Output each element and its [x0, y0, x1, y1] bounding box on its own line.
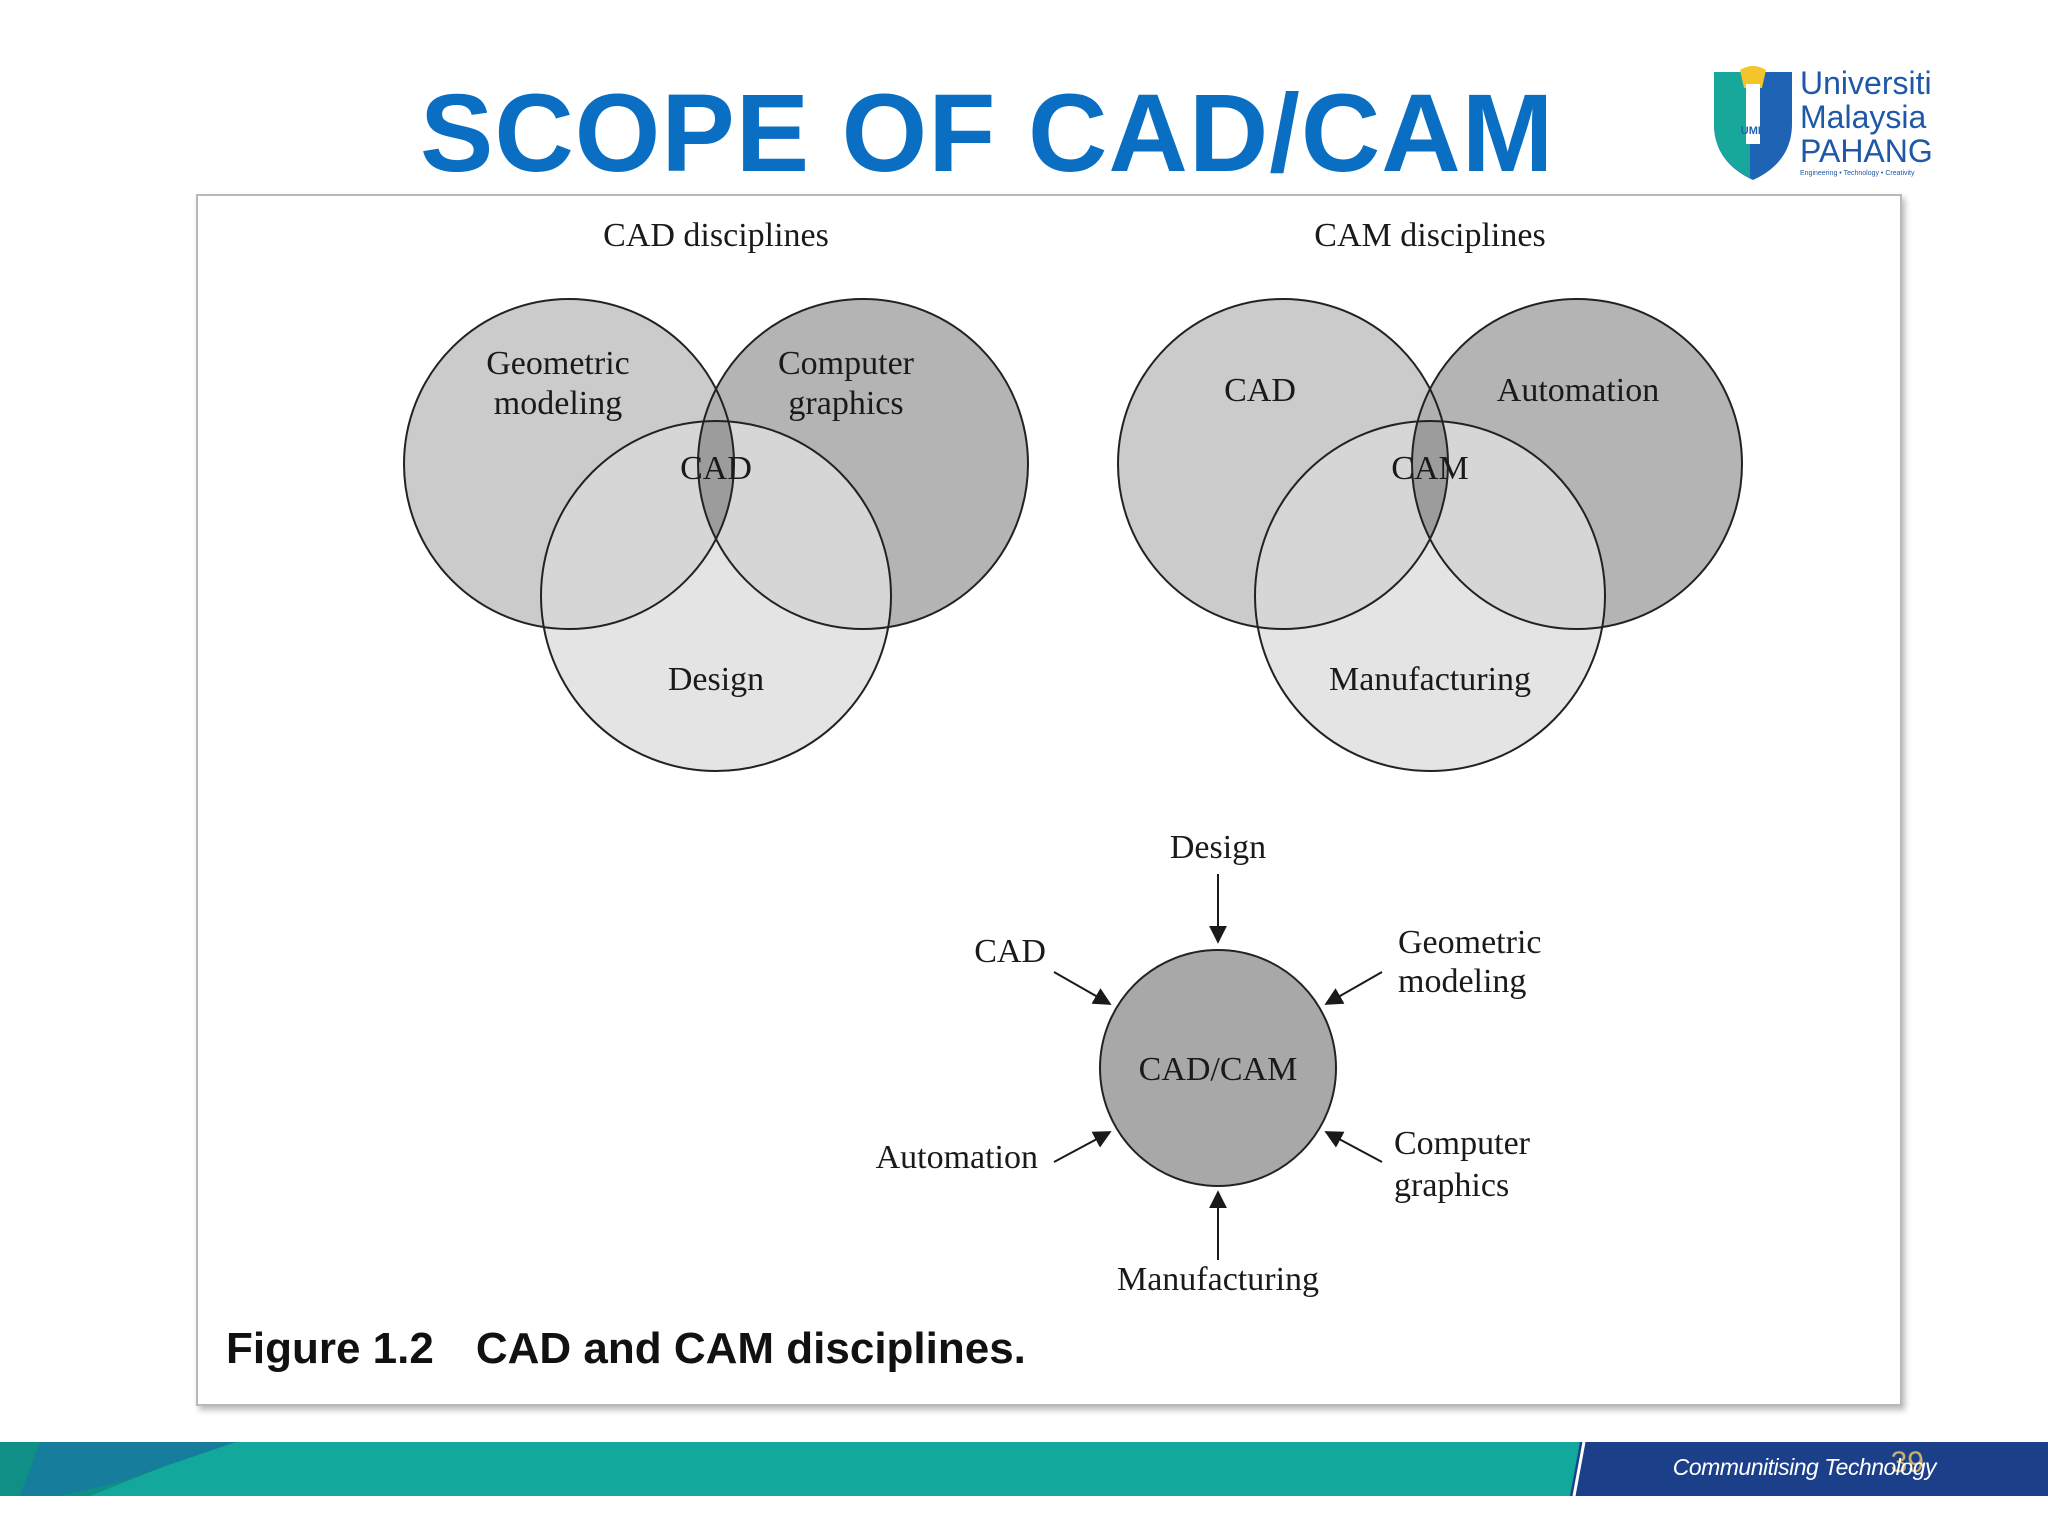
- slide-title: SCOPE OF CAD/CAM: [420, 72, 1555, 195]
- hub-label-graphics-1: Computer: [1394, 1125, 1531, 1162]
- page-number: 39: [1890, 1446, 1924, 1479]
- cad-venn-title: CAD disciplines: [603, 217, 829, 254]
- cad-venn-diagram: CAD disciplines Geometric modeling Compu…: [403, 217, 1029, 772]
- hub-circle: [1099, 949, 1337, 1187]
- figure-caption: Figure 1.2 CAD and CAM disciplines.: [226, 1324, 1026, 1374]
- hub-center-label: CAD/CAM: [1139, 1051, 1298, 1088]
- logo-tagline: Engineering • Technology • Creativity: [1800, 170, 1915, 177]
- hub-label-cad: CAD: [974, 933, 1046, 970]
- university-logo: UMP Universiti Malaysia PAHANG Engineeri…: [1710, 66, 1970, 186]
- hub-label-design: Design: [1170, 829, 1266, 866]
- logo-line-2: Malaysia: [1800, 99, 1927, 135]
- footer-band: [0, 1442, 2048, 1496]
- cad-venn-center-label: CAD: [680, 450, 752, 487]
- cad-venn-label-c: Design: [668, 661, 764, 698]
- figure-frame: CAD disciplines Geometric modeling Compu…: [196, 194, 1902, 1406]
- figure-caption-number: Figure 1.2: [226, 1324, 434, 1373]
- cadcam-hub-diagram: CAD/CAM Design Manufacturing CAD Automat…: [876, 829, 1542, 1298]
- cam-venn-label-b: Automation: [1497, 372, 1659, 409]
- hub-label-automation: Automation: [876, 1139, 1038, 1176]
- cam-venn-label-c: Manufacturing: [1329, 661, 1531, 698]
- cam-venn-title: CAM disciplines: [1314, 217, 1545, 254]
- logo-wordmark: Universiti Malaysia PAHANG: [1800, 66, 1933, 168]
- logo-badge: UMP: [1741, 125, 1765, 137]
- logo-line-3: PAHANG: [1800, 133, 1933, 169]
- arrow-geometric-modeling: [1324, 971, 1383, 1005]
- cad-venn-label-b1: Computer: [778, 345, 915, 382]
- hub-label-graphics-2: graphics: [1394, 1167, 1509, 1204]
- cam-venn-diagram: CAM disciplines CAD Automation Manufactu…: [1117, 217, 1743, 772]
- cad-venn-label-a1: Geometric: [486, 345, 630, 382]
- hub-label-manufacturing: Manufacturing: [1117, 1261, 1319, 1298]
- arrow-cad: [1053, 971, 1112, 1005]
- disciplines-diagram: CAD disciplines Geometric modeling Compu…: [403, 217, 1743, 1298]
- cam-venn-center-label: CAM: [1391, 450, 1468, 487]
- arrow-computer-graphics: [1324, 1131, 1383, 1163]
- footer-slogan: Communitising Technology: [1672, 1454, 1937, 1480]
- shield-icon: UMP: [1714, 66, 1792, 180]
- cam-venn-label-a: CAD: [1224, 372, 1296, 409]
- arrow-automation: [1053, 1131, 1112, 1163]
- cad-venn-label-a2: modeling: [494, 385, 622, 422]
- figure-caption-text: CAD and CAM disciplines.: [475, 1324, 1026, 1373]
- hub-label-geometric-1: Geometric: [1398, 924, 1542, 961]
- cad-venn-label-b2: graphics: [788, 385, 903, 422]
- hub-label-geometric-2: modeling: [1398, 963, 1526, 1000]
- logo-line-1: Universiti: [1800, 65, 1932, 101]
